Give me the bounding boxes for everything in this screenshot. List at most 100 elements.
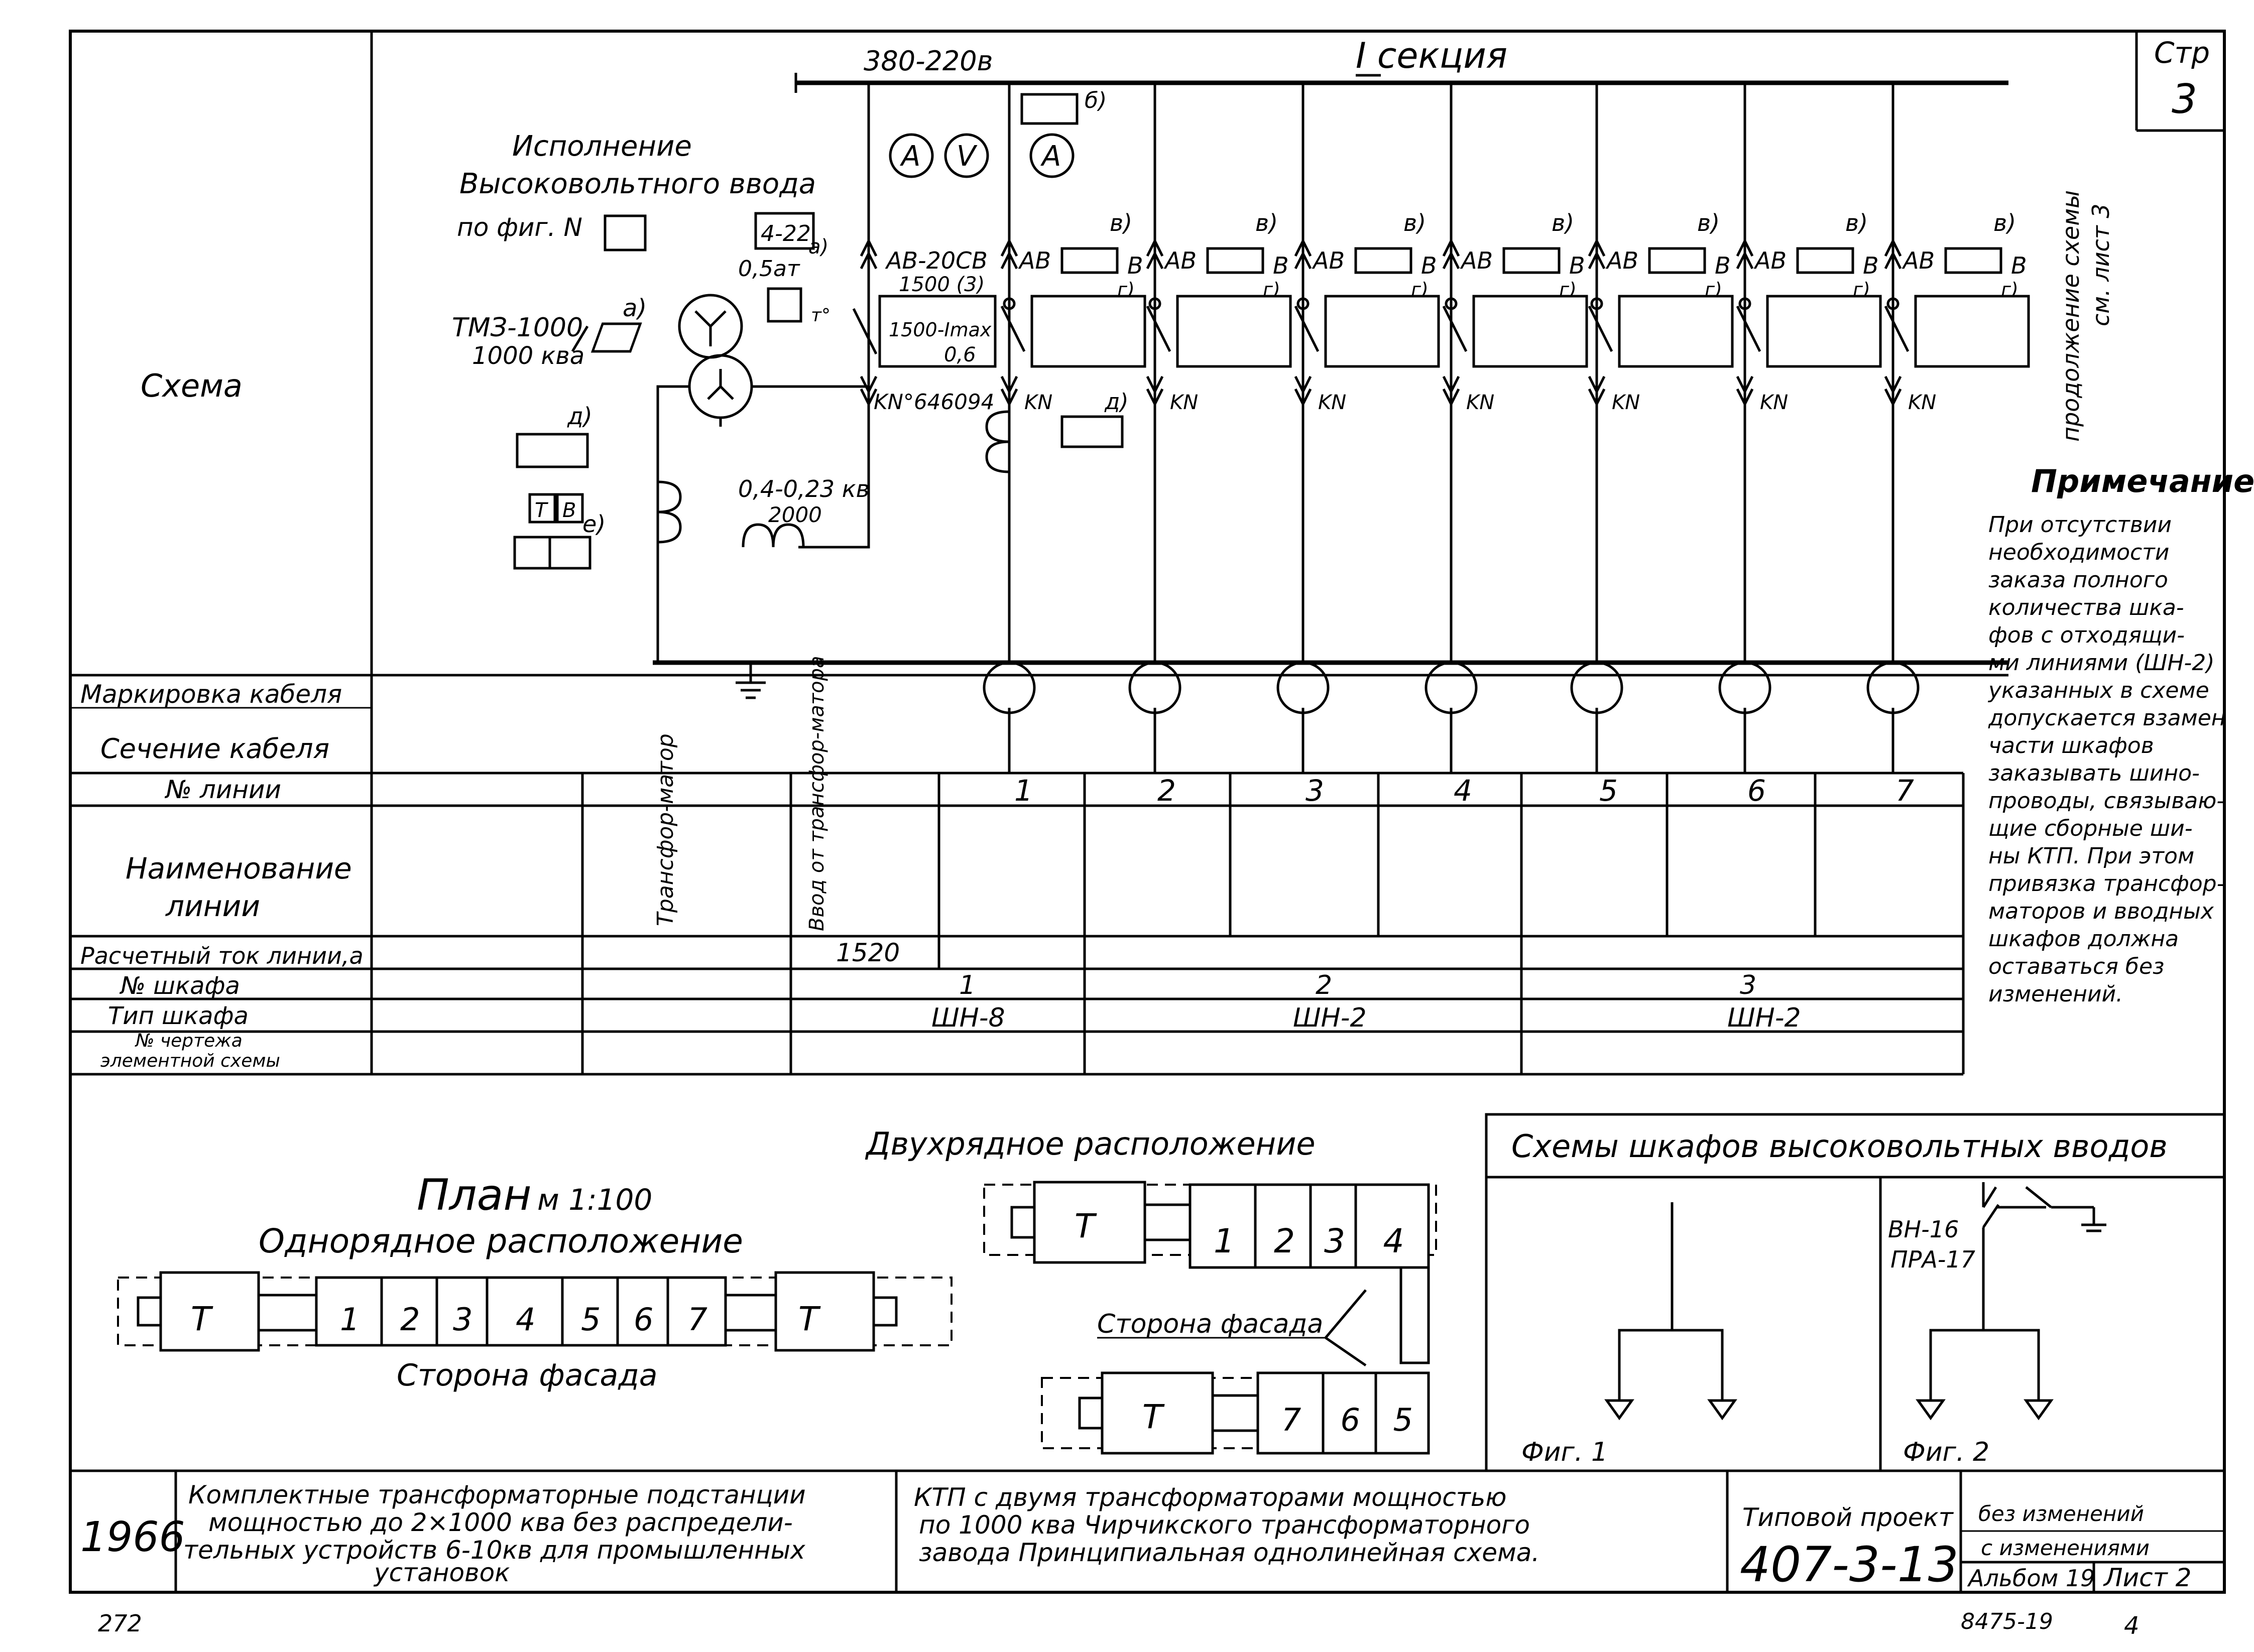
double-bottom-cell-2 (1322, 1371, 1377, 1455)
line-number-1: 1 (1014, 774, 1033, 808)
feeder-relay-box (1618, 295, 1734, 368)
feeder-contact (1003, 297, 1016, 310)
feeder-cable-end (1570, 661, 1623, 714)
note-line: ны КТП. При этом (1988, 843, 2194, 869)
no-changes: без изменений (1978, 1501, 2144, 1526)
note-line: заказывать шино- (1988, 760, 2200, 786)
album: Альбом 19 (1967, 1565, 2095, 1592)
feeder-top-disconnector (1736, 238, 1754, 270)
transformer-model: ТМЗ-1000 (452, 313, 583, 343)
single-t-right-label: Т (798, 1300, 821, 1338)
feeder-v-tag: в) (1255, 209, 1278, 236)
single-cell-label: 4 (516, 1301, 535, 1338)
note-line: указанных в схеме (1987, 678, 2209, 703)
double-top-cell-label: 1 (1214, 1222, 1235, 1260)
drawing-no-label-2: элементной схемы (100, 1051, 280, 1071)
single-cell-4 (486, 1276, 564, 1347)
feeder-breaker-box (1354, 247, 1412, 274)
ktp-line-1: КТП с двумя трансформаторами мощностью (914, 1483, 1506, 1512)
continuation-note: продолжение схемы (2057, 190, 2084, 442)
hv-figure-box (604, 214, 647, 251)
feeder-bottom-disconnector (1736, 375, 1754, 407)
note-line: ми линиями (ШН-2) (1988, 650, 2214, 676)
feeder-breaker-switch (1000, 305, 1026, 352)
year: 1966 (80, 1513, 185, 1561)
line-number-6: 6 (1747, 774, 1766, 808)
note-line: оставаться без (1988, 954, 2164, 979)
tag-d: д) (567, 403, 592, 430)
feeder-breaker-label: АВ (1460, 247, 1493, 274)
feeder-top-disconnector (1442, 238, 1460, 270)
double-row-title: Двухрядное расположение (865, 1125, 1316, 1162)
feeder-top-disconnector (1000, 238, 1018, 270)
feeder-cable-end (1718, 661, 1771, 714)
footer-left: 272 (98, 1610, 142, 1637)
feeder-v-tag: в) (1845, 209, 1868, 236)
feeder-top-disconnector (1146, 238, 1164, 270)
box-t (528, 493, 556, 524)
lv-ct-rating: 2000 (768, 502, 822, 527)
single-cell-label: 2 (400, 1301, 420, 1338)
single-cell-5 (561, 1276, 619, 1347)
fig1-label: Фиг. 1 (1521, 1437, 1608, 1467)
box-d (516, 433, 589, 468)
label-t: Т (535, 499, 549, 522)
feeder-b-label: В (2011, 252, 2027, 279)
feeder-b-label: В (1569, 252, 1585, 279)
page-corner-number: 3 (2172, 76, 2197, 122)
vn-label: ВН-16 (1888, 1216, 1959, 1243)
note-line: фов с отходящи- (1988, 622, 2185, 648)
feeder-cable-end (1866, 661, 1920, 714)
feeder-breaker-switch (1294, 305, 1320, 352)
cabinet-no-3: 3 (1740, 970, 1756, 1000)
cabinet-no-label: № шкафа (119, 972, 240, 1000)
drawing-no-label-1: № чертежа (135, 1031, 243, 1051)
feeder-bottom-disconnector (1294, 375, 1312, 407)
input-setting: 1500-Imax (889, 319, 992, 341)
feeder-contact (1445, 297, 1458, 310)
feeder-breaker-box (1060, 247, 1119, 274)
meter-a-1: A (900, 140, 920, 173)
double-top-cell-4 (1354, 1183, 1430, 1269)
transformer-col-label: Трансфор-матор (653, 733, 678, 926)
pra-label: ПРА-17 (1890, 1246, 1975, 1273)
note-line: заказа полного (1988, 567, 2168, 593)
single-row-title: Однорядное расположение (259, 1222, 743, 1260)
double-top-cell-label: 3 (1324, 1222, 1345, 1260)
note-block: Примечание При отсутствиинеобходимостиза… (1987, 463, 2254, 1007)
single-cell-label: 3 (453, 1301, 472, 1338)
note-line: маторов и вводных (1988, 899, 2214, 924)
feeder-b-label: В (1127, 252, 1143, 279)
transformer-tag: а) (623, 294, 647, 322)
lv-ct (742, 523, 805, 548)
feeder-cable-end (1276, 661, 1330, 714)
note-line: шкафов должна (1988, 926, 2179, 952)
feeder-top-disconnector (1588, 238, 1606, 270)
hv-execution-2: Высоковольтного ввода (459, 168, 816, 200)
plan-scale: м 1:100 (537, 1183, 652, 1217)
hv-input-block: Исполнение Высоковольтного ввода по фиг.… (452, 83, 870, 699)
feeder-breaker-label: АВ (1312, 247, 1345, 274)
feeder-kn-label: KN (1170, 391, 1198, 414)
box-e (513, 536, 591, 570)
neutral-ct (657, 480, 682, 544)
page-corner: Стр 3 (2135, 31, 2224, 132)
double-bottom-cell-label: 5 (1393, 1402, 1413, 1438)
feeder-ct (985, 410, 1010, 473)
double-bottom-cell-1 (1256, 1371, 1325, 1455)
input-breaker: АВ-20СВ (885, 247, 988, 274)
note-line: части шкафов (1988, 733, 2154, 758)
feeder-bottom-disconnector (1884, 375, 1902, 407)
double-bottom-cell-3 (1374, 1371, 1430, 1455)
note-line: допускается взамен (1988, 705, 2226, 731)
input-cabinet: A V A б) АВ-20СВ 1500 (3) 1500-Imax 0,6 … (852, 88, 1129, 448)
cable-section-label: Сечение кабеля (100, 733, 329, 765)
tag-e: е) (582, 511, 606, 538)
feeder-top-disconnector (1884, 238, 1902, 270)
tag-b: б) (1085, 88, 1107, 113)
line-number-4: 4 (1454, 774, 1472, 808)
